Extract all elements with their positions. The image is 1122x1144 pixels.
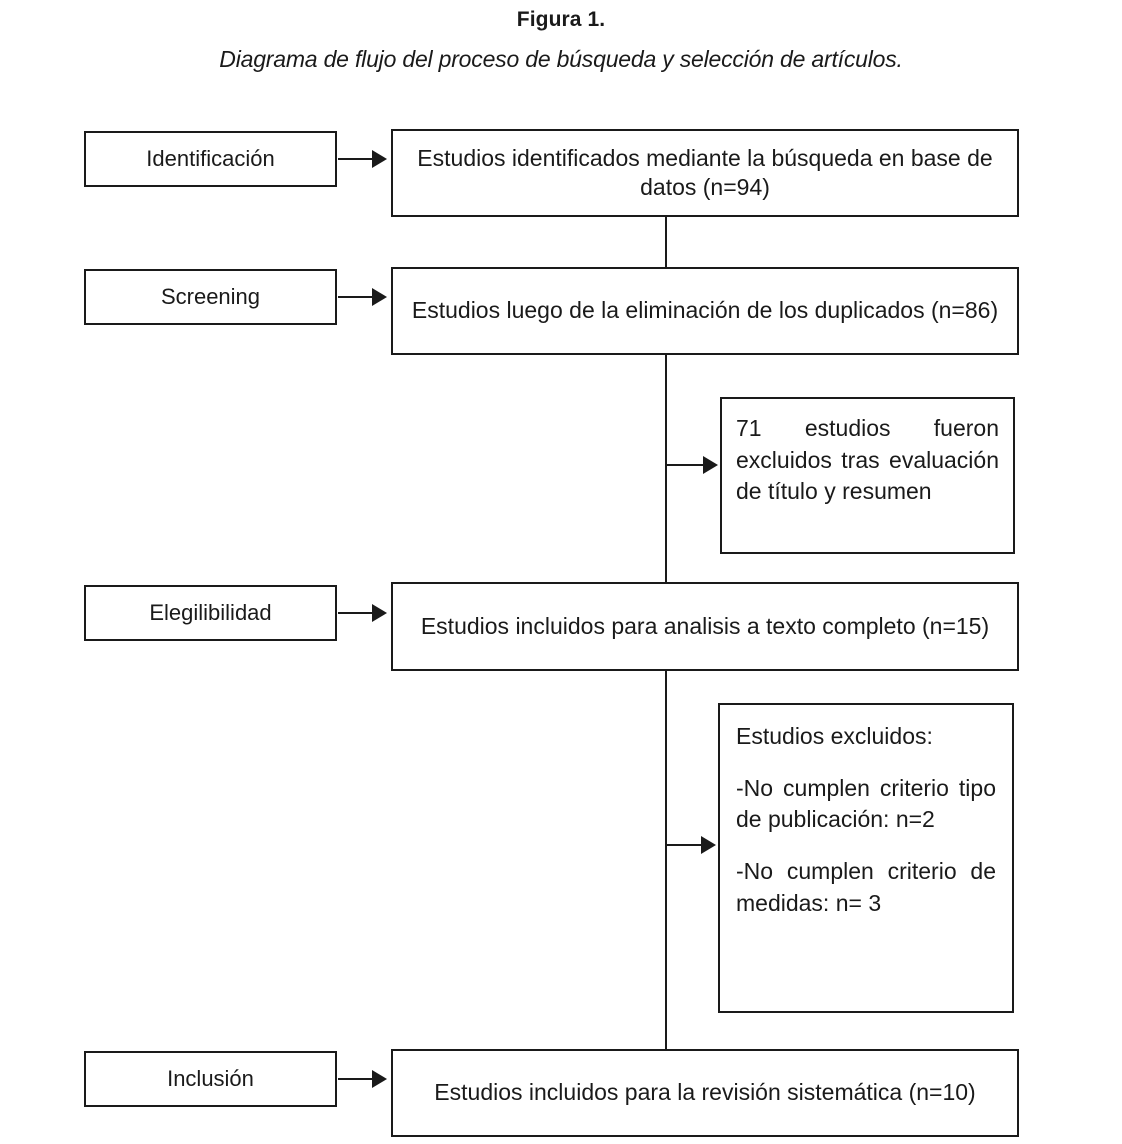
arrowhead-stage-4 — [372, 1070, 387, 1088]
main-box-duplicados-text: Estudios luego de la eliminación de los … — [411, 297, 999, 324]
stage-box-elegilibilidad[interactable]: Elegilibilidad — [84, 585, 337, 641]
main-box-revision-sistematica-text: Estudios incluidos para la revisión sist… — [434, 1079, 976, 1106]
main-box-identificados[interactable]: Estudios identificados mediante la búsqu… — [391, 129, 1019, 217]
stage-label-screening: Screening — [160, 284, 261, 310]
main-box-duplicados[interactable]: Estudios luego de la eliminación de los … — [391, 267, 1019, 355]
main-box-texto-completo[interactable]: Estudios incluidos para analisis a texto… — [391, 582, 1019, 671]
arrowhead-exclusion-1 — [703, 456, 718, 474]
connector-stage-1 — [338, 158, 374, 160]
connector-stage-2 — [338, 296, 374, 298]
main-box-revision-sistematica[interactable]: Estudios incluidos para la revisión sist… — [391, 1049, 1019, 1137]
connector-branch-exclusion-2 — [667, 844, 703, 846]
stage-box-screening[interactable]: Screening — [84, 269, 337, 325]
exclusion-box-screening[interactable]: 71 estudios fueron excluidos tras evalua… — [720, 397, 1015, 554]
stage-box-identificacion[interactable]: Identificación — [84, 131, 337, 187]
connector-branch-exclusion-1 — [667, 464, 705, 466]
stage-label-elegilibilidad: Elegilibilidad — [149, 600, 272, 626]
exclusion-box-elegibilidad[interactable]: Estudios excluidos: -No cumplen criterio… — [718, 703, 1014, 1013]
arrowhead-stage-1 — [372, 150, 387, 168]
stage-label-identificacion: Identificación — [146, 146, 275, 172]
main-box-identificados-text: Estudios identificados mediante la búsqu… — [417, 144, 993, 200]
main-box-texto-completo-text: Estudios incluidos para analisis a texto… — [420, 612, 990, 639]
arrowhead-stage-3 — [372, 604, 387, 622]
figure-title: Figura 1. — [516, 8, 606, 31]
arrowhead-exclusion-2 — [701, 836, 716, 854]
connector-stage-4 — [338, 1078, 374, 1080]
stage-box-inclusion[interactable]: Inclusión — [84, 1051, 337, 1107]
arrowhead-stage-2 — [372, 288, 387, 306]
exclusion-box-elegibilidad-reason-1: -No cumplen criterio tipo de publicación… — [736, 774, 996, 833]
stage-label-inclusion: Inclusión — [167, 1066, 254, 1092]
exclusion-box-elegibilidad-reason-2: -No cumplen criterio de medidas: n= 3 — [736, 858, 996, 916]
exclusion-box-screening-text: 71 estudios fueron excluidos tras evalua… — [736, 415, 999, 505]
exclusion-box-elegibilidad-heading: Estudios excluidos: — [736, 723, 933, 749]
connector-stage-3 — [338, 612, 374, 614]
figure-subtitle: Diagrama de flujo del proceso de búsqued… — [219, 46, 903, 72]
